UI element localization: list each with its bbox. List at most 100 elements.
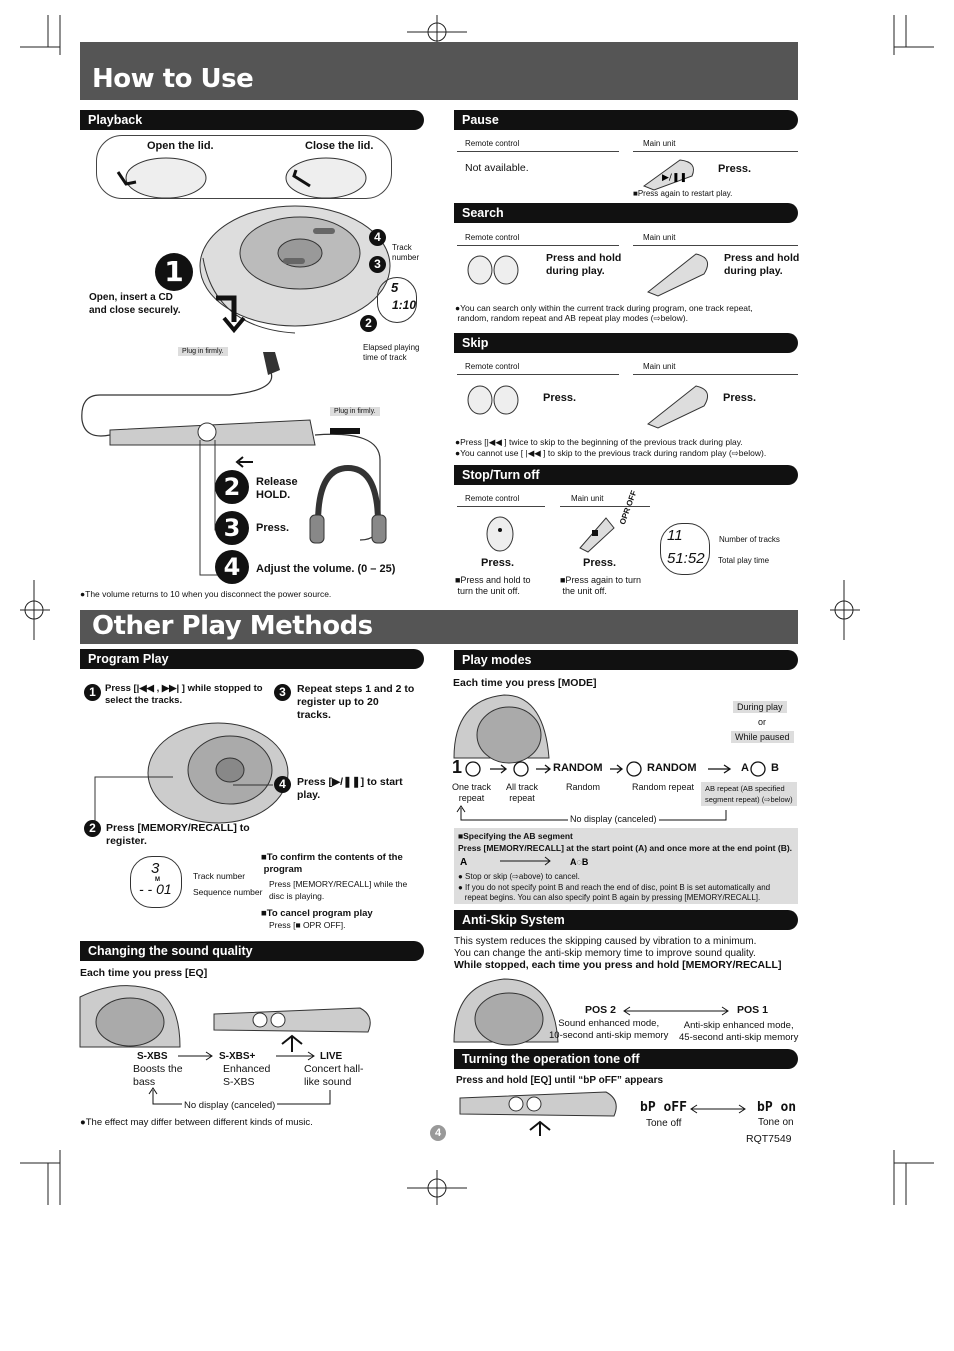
- stop-remote-label: Remote control: [465, 494, 520, 503]
- skip-remote-rule: [457, 374, 619, 375]
- search-main-label: Main unit: [643, 233, 676, 242]
- pause-main-rule: [633, 151, 798, 152]
- lid-box: [96, 135, 392, 199]
- how-to-use-title: How to Use: [80, 42, 798, 100]
- program-heading: Program Play: [80, 649, 424, 669]
- program-player-illustration: [147, 722, 289, 824]
- stop-again-off: ■Press again to turn the unit off.: [560, 575, 641, 596]
- tone-heading: Turning the operation tone off: [454, 1049, 798, 1069]
- stop-press-2: Press.: [583, 557, 617, 569]
- skip-remote-buttons-icon: [467, 385, 519, 415]
- stop-main-label: Main unit: [571, 494, 604, 503]
- search-main-button-icon: [647, 253, 709, 297]
- program-step-2: 2: [84, 820, 101, 837]
- pause-remote-rule: [457, 151, 619, 152]
- skip-main-button-icon: [647, 385, 709, 429]
- program-track-number: Track number: [193, 871, 246, 881]
- pos1-label: POS 1: [737, 1004, 768, 1016]
- stop-hold-off: ■Press and hold to turn the unit off.: [455, 575, 531, 596]
- open-lid-label: Open the lid.: [147, 140, 214, 152]
- sxbs-plus-desc: Enhanced S-XBS: [223, 1063, 271, 1088]
- sound-heading: Changing the sound quality: [80, 941, 424, 961]
- lcd-track-time: 5 1:10: [377, 277, 417, 323]
- program-lcd: 3 M - - 01: [130, 856, 182, 908]
- live-label: LIVE: [320, 1051, 343, 1062]
- stop-lcd: 11 51:52: [660, 523, 710, 575]
- antiskip-player-illustration: [453, 978, 559, 1046]
- sound-player-illustration: [79, 985, 181, 1048]
- ab-flow-icon: A A◌B: [460, 856, 589, 868]
- lcd-track: 5: [391, 280, 399, 295]
- mode-l3: Random: [566, 782, 601, 792]
- volume-note: ●The volume returns to 10 when you disco…: [80, 589, 332, 599]
- tone-off-lcd: bP oFF: [640, 1100, 687, 1115]
- pause-again: ■Press again to restart play.: [633, 189, 733, 198]
- badge-2-top: 2: [360, 315, 377, 332]
- sound-note: ●The effect may differ between different…: [80, 1117, 313, 1128]
- step-4-badge: 4: [215, 550, 249, 584]
- page-number: 4: [430, 1125, 446, 1141]
- skip-remote-label: Remote control: [465, 362, 520, 371]
- skip-note-2: ●You cannot use [ |◀◀ ] to skip to the p…: [455, 448, 767, 458]
- during-play-tag: During play: [733, 701, 787, 713]
- stop-press-1: Press.: [481, 557, 515, 569]
- ab-note-1: ● Stop or skip (⇨above) to cancel.: [458, 872, 580, 881]
- mode-flow-icons: [465, 761, 766, 777]
- release-hold-label: Release HOLD.: [256, 476, 298, 501]
- lcd-total-time: 51:52: [667, 550, 705, 567]
- plug-firmly-1: Plug in firmly.: [178, 347, 228, 356]
- play-pause-button-icon: ▶/❚❚: [642, 159, 694, 191]
- close-lid-label: Close the lid.: [305, 140, 374, 152]
- live-desc: Concert hall- like sound: [304, 1063, 364, 1088]
- program-cancel-head: ■To cancel program play: [261, 908, 373, 919]
- step-3-badge: 3: [215, 511, 249, 545]
- program-lcd-m: M: [155, 877, 160, 883]
- num-tracks-label: Number of tracks: [719, 535, 780, 544]
- program-confirm-text: Press [MEMORY/RECALL] while the disc is …: [269, 879, 408, 901]
- stop-main-button-icon: [579, 517, 615, 553]
- search-main-rule: [633, 245, 798, 246]
- step-1-badge: 1: [155, 253, 193, 291]
- program-lcd-seq: - - 01: [139, 881, 172, 897]
- program-connector: [94, 776, 273, 823]
- pause-main-label: Main unit: [643, 139, 676, 148]
- antiskip-p3: While stopped, each time you press and h…: [454, 959, 782, 971]
- sxbs-label: S-XBS: [137, 1051, 168, 1062]
- ab-note-2: ● If you do not specify point B and reac…: [458, 883, 771, 902]
- tone-arrow: [690, 1104, 746, 1114]
- program-step-1: 1: [84, 684, 101, 701]
- total-time-label: Total play time: [718, 556, 770, 565]
- adjust-volume-label: Adjust the volume. (0 – 25): [256, 563, 396, 575]
- svg-text:A◌B: A◌B: [570, 857, 589, 867]
- doc-code: RQT7549: [746, 1133, 792, 1145]
- search-main-text: Press and hold during play.: [724, 252, 800, 277]
- skip-remote-text: Press.: [543, 392, 577, 404]
- badge-4-top: 4: [369, 229, 386, 246]
- pause-remote-label: Remote control: [465, 139, 520, 148]
- program-s2: Press [MEMORY/RECALL] to register.: [106, 822, 250, 847]
- or-label: or: [758, 717, 767, 727]
- modes-cancel: No display (canceled): [568, 813, 659, 826]
- skip-note-1: ●Press [|◀◀ ] twice to skip to the begin…: [455, 437, 743, 447]
- tone-on-lcd: bP on: [757, 1100, 797, 1115]
- pos2-label: POS 2: [585, 1004, 616, 1016]
- skip-main-label: Main unit: [643, 362, 676, 371]
- program-cancel-text: Press [■ OPR OFF].: [269, 920, 346, 930]
- program-confirm-head: ■To confirm the contents of the program: [261, 852, 403, 875]
- skip-main-rule: [633, 374, 798, 375]
- program-seq-number: Sequence number: [193, 887, 263, 897]
- tone-hold: Press and hold [EQ] until “bP oFF” appea…: [456, 1075, 664, 1086]
- lcd-tracks: 11: [667, 527, 683, 544]
- antiskip-heading: Anti-Skip System: [454, 910, 798, 930]
- search-note: ●You can search only within the current …: [455, 303, 753, 323]
- pause-not-available: Not available.: [465, 162, 529, 174]
- pos2-desc: Sound enhanced mode, 10-second anti-skip…: [549, 1018, 669, 1041]
- hold-arrow-icon: [235, 456, 253, 468]
- search-remote-rule: [457, 245, 619, 246]
- search-remote-text: Press and hold during play.: [546, 252, 622, 277]
- ab-text: Press [MEMORY/RECALL] at the start point…: [458, 843, 793, 853]
- skip-main-text: Press.: [723, 392, 757, 404]
- ab-segment-box: [454, 828, 798, 904]
- track-number-label: Track number: [392, 243, 420, 262]
